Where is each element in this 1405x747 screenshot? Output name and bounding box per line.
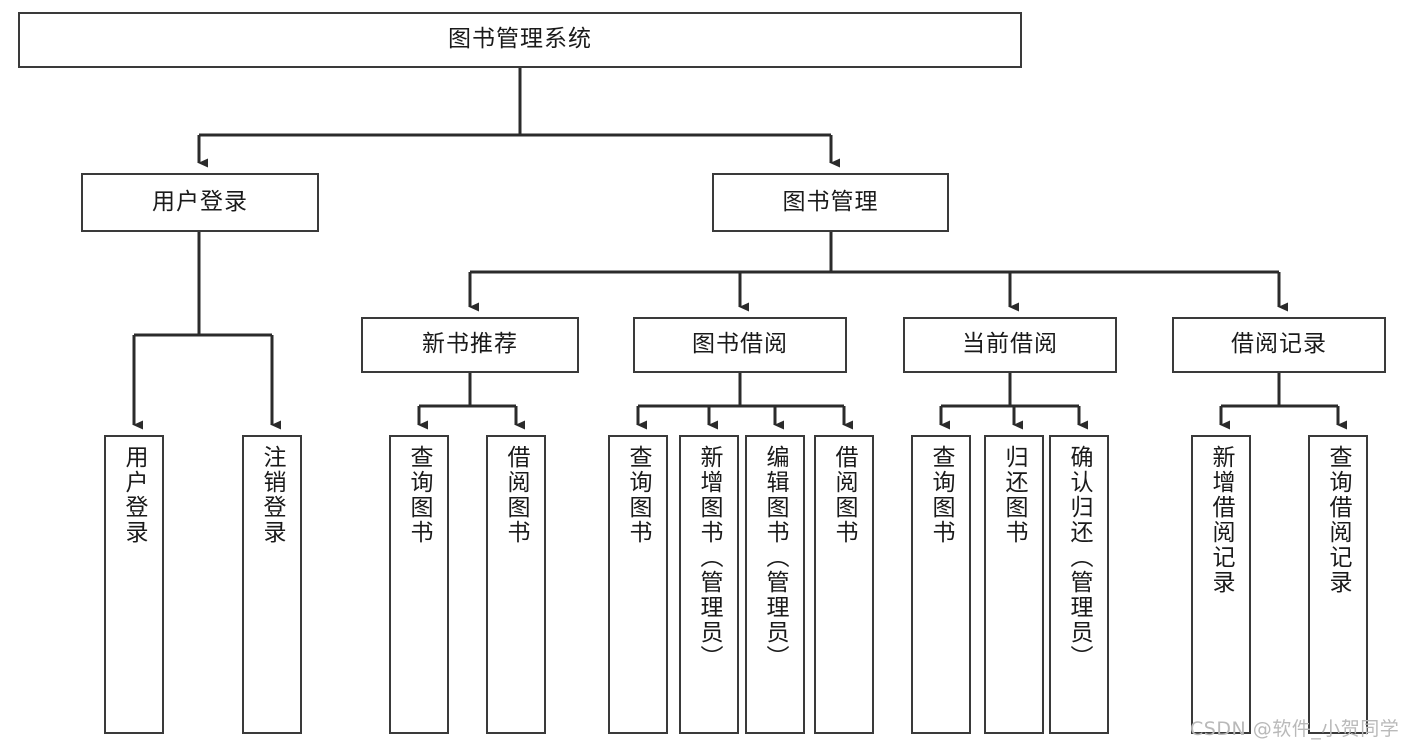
node-label: 确认归还（管理员） <box>1066 445 1093 670</box>
node-label: 借阅图书 <box>831 445 858 545</box>
node-label: 编辑图书（管理员） <box>762 445 789 670</box>
node-leaf-query-book-3[interactable]: 查询图书 <box>911 435 971 734</box>
node-leaf-confirm-return[interactable]: 确认归还（管理员） <box>1049 435 1109 734</box>
node-label: 用户登录 <box>152 188 248 215</box>
node-current-borrow[interactable]: 当前借阅 <box>903 317 1117 373</box>
node-root-system[interactable]: 图书管理系统 <box>18 12 1022 68</box>
node-label: 注销登录 <box>259 445 286 545</box>
node-label: 当前借阅 <box>962 331 1058 358</box>
node-label: 借阅记录 <box>1231 331 1327 358</box>
csdn-watermark: CSDN @软件_小贺同学 <box>1190 718 1400 740</box>
node-leaf-query-record[interactable]: 查询借阅记录 <box>1308 435 1368 734</box>
node-label: 借阅图书 <box>503 445 530 545</box>
node-leaf-add-record[interactable]: 新增借阅记录 <box>1191 435 1251 734</box>
node-label: 图书管理系统 <box>448 26 592 53</box>
node-label: 查询图书 <box>406 445 433 545</box>
node-leaf-edit-book[interactable]: 编辑图书（管理员） <box>745 435 805 734</box>
node-label: 新书推荐 <box>422 331 518 358</box>
node-leaf-borrow-book-1[interactable]: 借阅图书 <box>486 435 546 734</box>
node-label: 新增借阅记录 <box>1208 445 1235 595</box>
node-leaf-query-book-2[interactable]: 查询图书 <box>608 435 668 734</box>
node-book-manage[interactable]: 图书管理 <box>712 173 949 232</box>
node-leaf-borrow-book-2[interactable]: 借阅图书 <box>814 435 874 734</box>
node-label: 新增图书（管理员） <box>696 445 723 670</box>
node-book-borrow[interactable]: 图书借阅 <box>633 317 847 373</box>
node-label: 图书借阅 <box>692 331 788 358</box>
node-label: 查询图书 <box>625 445 652 545</box>
node-label: 用户登录 <box>121 445 148 545</box>
node-leaf-user-login[interactable]: 用户登录 <box>104 435 164 734</box>
node-new-book-rec[interactable]: 新书推荐 <box>361 317 579 373</box>
node-label: 查询图书 <box>928 445 955 545</box>
node-leaf-add-book[interactable]: 新增图书（管理员） <box>679 435 739 734</box>
node-leaf-return-book[interactable]: 归还图书 <box>984 435 1044 734</box>
node-leaf-user-logout[interactable]: 注销登录 <box>242 435 302 734</box>
node-label: 图书管理 <box>782 188 879 215</box>
node-leaf-query-book-1[interactable]: 查询图书 <box>389 435 449 734</box>
node-borrow-record[interactable]: 借阅记录 <box>1172 317 1386 373</box>
node-label: 归还图书 <box>1001 445 1028 545</box>
node-label: 查询借阅记录 <box>1325 445 1352 595</box>
node-user-login[interactable]: 用户登录 <box>81 173 319 232</box>
